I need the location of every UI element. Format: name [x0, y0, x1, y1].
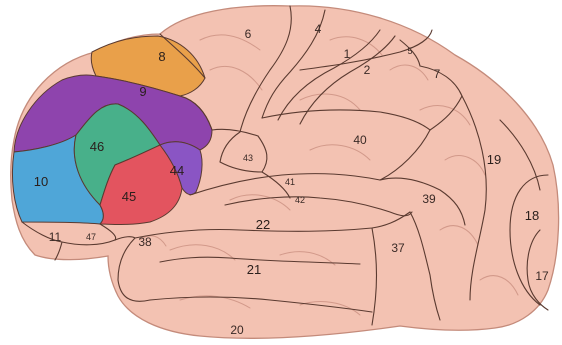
area-7-label: 7: [434, 67, 441, 81]
area-42-label: 42: [295, 195, 305, 205]
area-45-label: 45: [122, 189, 136, 204]
area-43-label: 43: [243, 153, 253, 163]
area-41-label: 41: [285, 177, 295, 187]
area-1-label: 1: [344, 47, 351, 61]
area-11-label: 11: [49, 230, 62, 244]
area-17-label: 17: [535, 269, 549, 283]
area-8-label: 8: [158, 49, 165, 64]
area-21-label: 21: [247, 262, 261, 277]
area-44-label: 44: [170, 163, 184, 178]
area-22-label: 22: [256, 217, 270, 232]
area-4-label: 4: [315, 22, 322, 36]
area-10-label: 10: [34, 174, 48, 189]
area-38-label: 38: [138, 235, 152, 249]
area-46-label: 46: [90, 139, 104, 154]
area-9-label: 9: [139, 84, 146, 99]
area-6-label: 6: [245, 27, 252, 41]
area-5-label: 5: [407, 46, 412, 56]
area-37-label: 37: [391, 241, 405, 255]
area-18-label: 18: [525, 208, 539, 223]
area-2-label: 2: [364, 63, 371, 77]
area-20-label: 20: [230, 323, 244, 337]
area-39-label: 39: [422, 192, 436, 206]
area-40-label: 40: [353, 133, 367, 147]
area-19-label: 19: [487, 152, 501, 167]
area-47-label: 47: [86, 232, 96, 242]
